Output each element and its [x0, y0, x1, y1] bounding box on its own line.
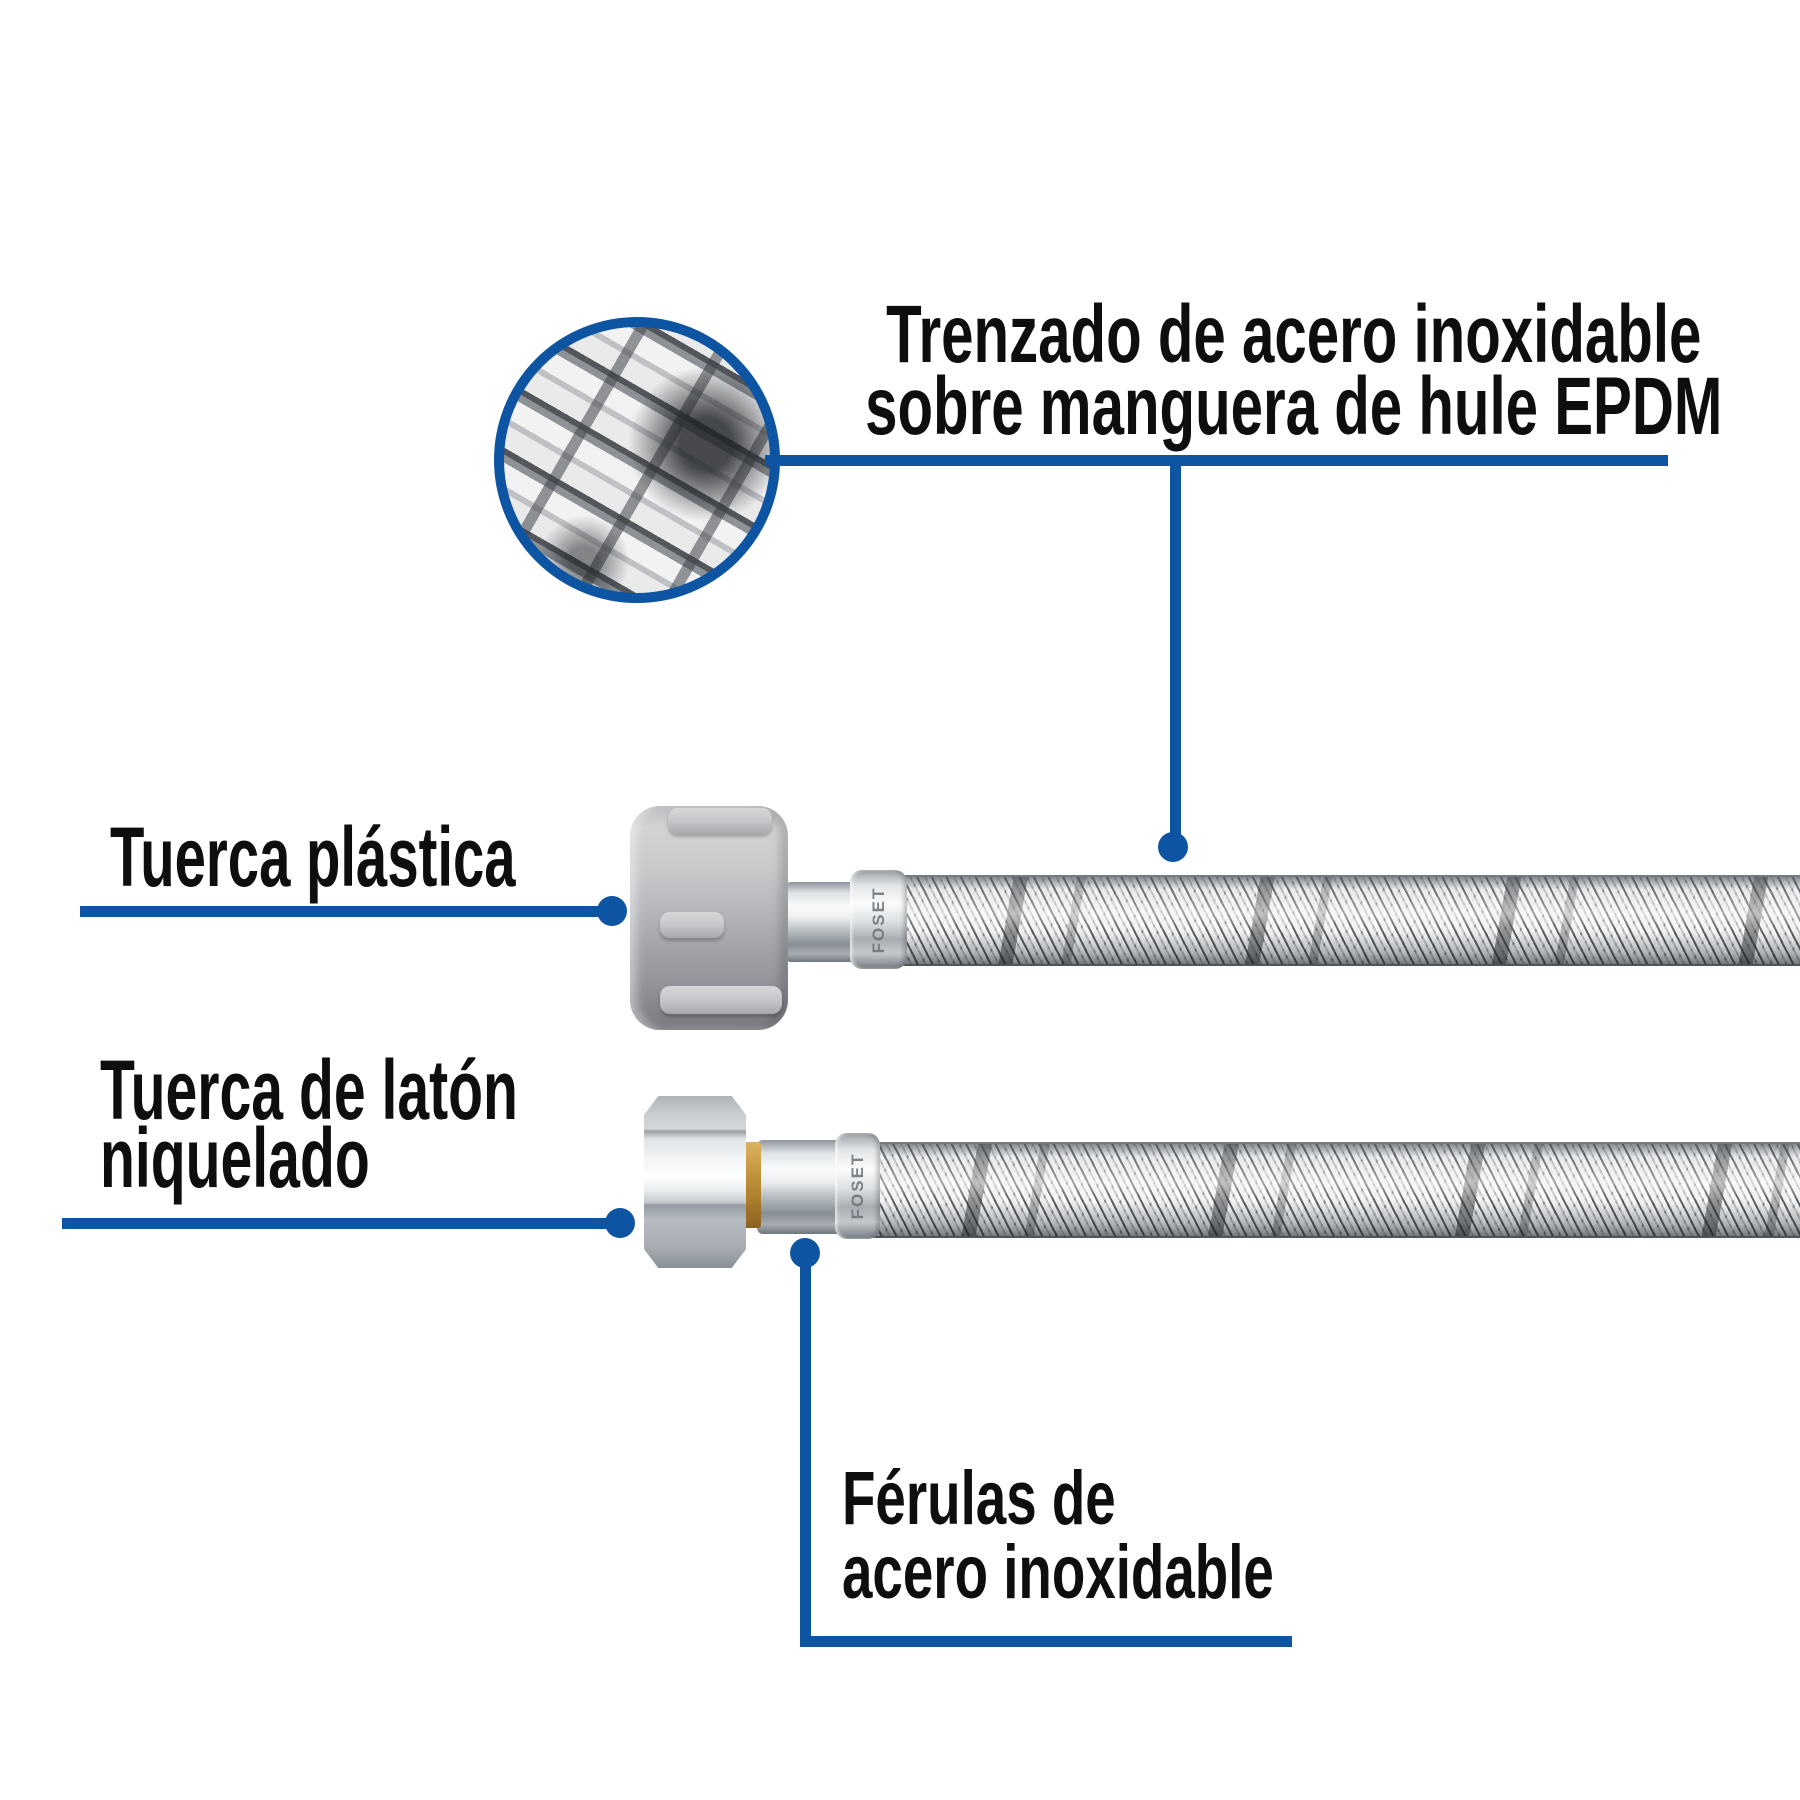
top-hose-ferrule-neck: [785, 882, 860, 962]
braid-label-line2: sobre manguera de hule EPDM: [865, 361, 1723, 452]
plastic-nut-callout-line: [80, 906, 614, 917]
bottom-ferrule-marking: FOSET: [847, 1152, 867, 1220]
bottom-hose-ferrule-collar: FOSET: [835, 1133, 880, 1239]
bottom-hose-braid: [866, 1142, 1800, 1238]
ferrule-callout-label: Férulas de acero inoxidable: [842, 1456, 1442, 1615]
brass-nut-label-line2: niquelado: [100, 1111, 370, 1205]
plastic-nut-label-text: Tuerca plástica: [110, 810, 516, 904]
brass-nut-callout-label: Tuerca de latón niquelado: [100, 1043, 715, 1205]
nickel-brass-hex-nut: [644, 1096, 746, 1268]
brass-nut-callout-dot: [605, 1208, 635, 1238]
braid-callout-underline: [765, 455, 1668, 466]
plastic-nut-callout-dot: [597, 896, 627, 926]
ferrule-callout-line-vertical: [800, 1253, 811, 1647]
top-ferrule-marking: FOSET: [868, 886, 888, 953]
bottom-hose-ferrule-neck: [757, 1140, 839, 1234]
plastic-nut-callout-label: Tuerca plástica: [110, 810, 715, 904]
top-hose-braid: [902, 875, 1800, 966]
plastic-nut-rib: [668, 808, 772, 834]
ferrule-label-line1: Férulas de: [842, 1456, 1116, 1541]
plastic-nut-rib: [660, 912, 724, 938]
brass-nut-callout-line: [62, 1218, 620, 1229]
brass-nut-label-line1: Tuerca de latón: [100, 1043, 518, 1137]
ferrule-label-line2: acero inoxidable: [842, 1530, 1274, 1615]
braid-callout-line: [1170, 458, 1181, 847]
top-hose-ferrule-collar: FOSET: [850, 870, 907, 969]
plastic-nut: [630, 806, 788, 1030]
braid-callout-label: Trenzado de acero inoxidable sobre mangu…: [690, 289, 1790, 452]
plastic-nut-rib: [660, 986, 782, 1014]
braid-callout-dot: [1158, 832, 1188, 862]
ferrule-callout-line-horizontal: [800, 1636, 1292, 1647]
braid-label-line1: Trenzado de acero inoxidable: [886, 289, 1702, 380]
